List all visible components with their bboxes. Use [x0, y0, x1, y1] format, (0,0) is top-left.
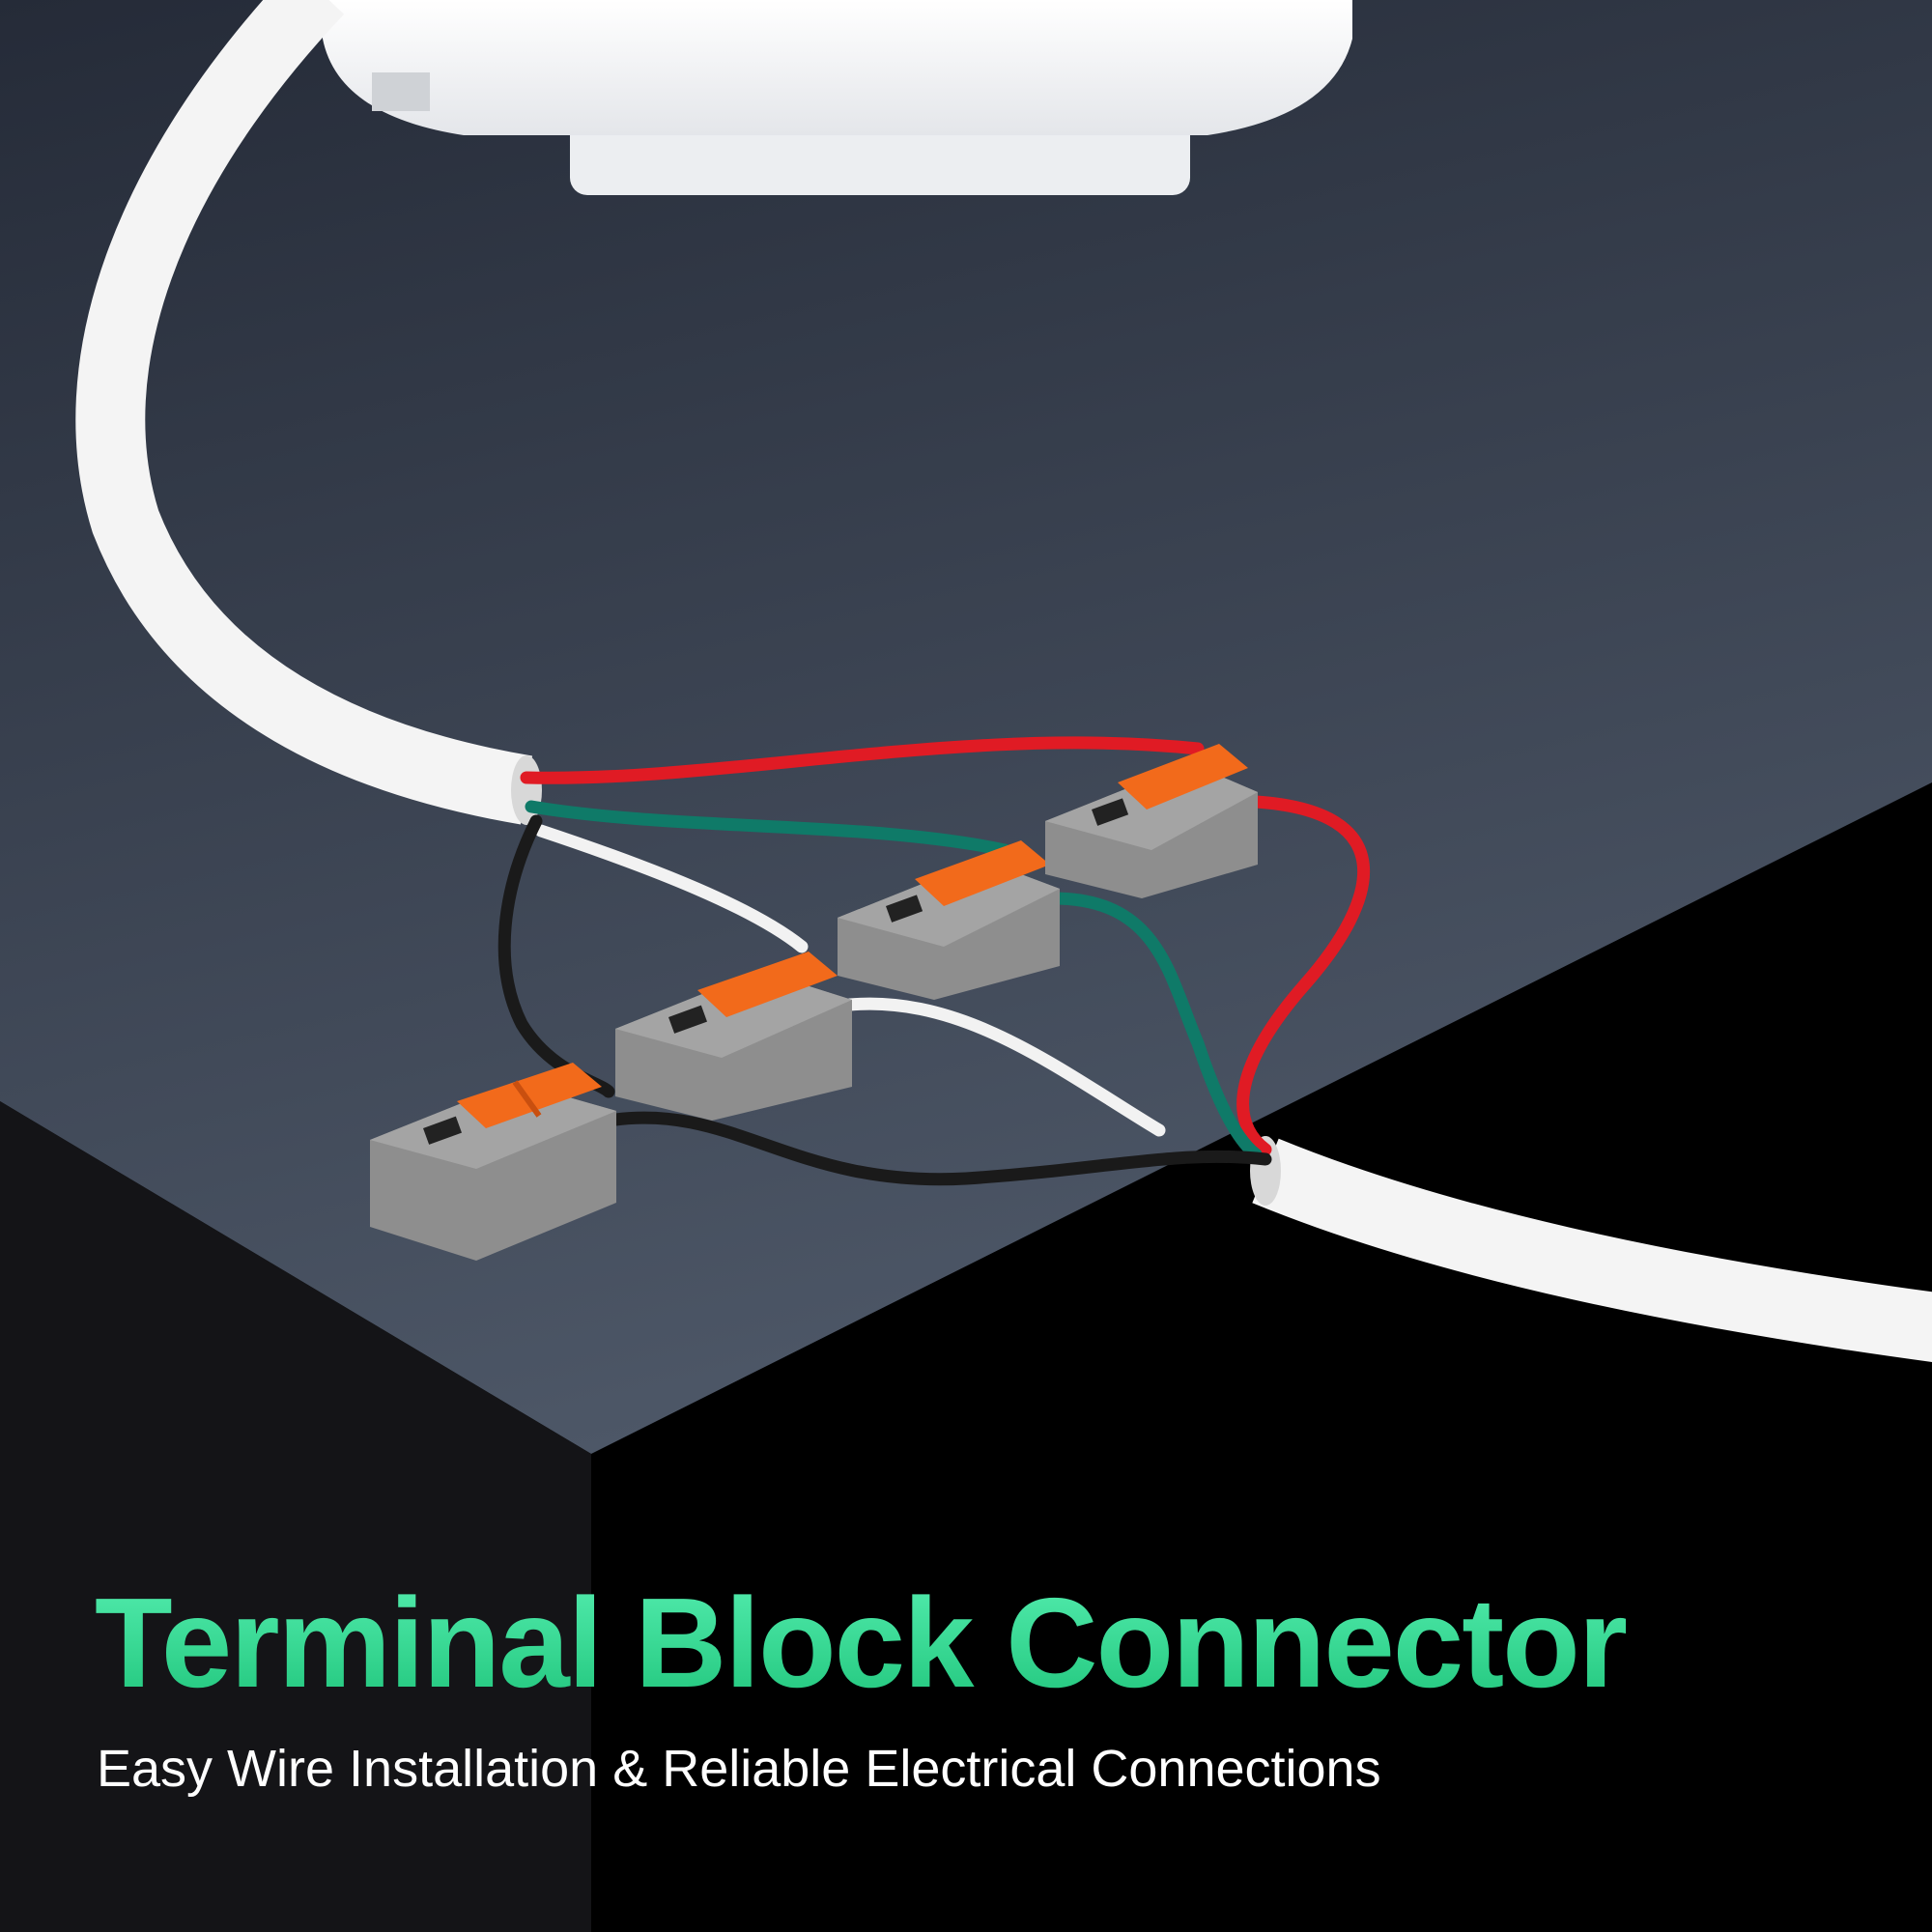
ceiling-lamp: [323, 0, 1352, 195]
headline-subtitle: Easy Wire Installation & Reliable Electr…: [97, 1740, 1381, 1798]
cable-end-left: [511, 755, 542, 825]
green-wire-out: [1046, 892, 1263, 1161]
connector-2: [615, 952, 852, 1121]
red-wire-out: [1236, 795, 1371, 1156]
green-wire: [525, 800, 1011, 857]
connector-3: [838, 840, 1060, 1000]
white-cable-left: [75, 0, 533, 825]
white-wire-out: [843, 997, 1166, 1137]
red-wire: [520, 736, 1205, 784]
connector-1: [370, 1063, 616, 1261]
white-wire: [534, 824, 809, 953]
connector-4: [1045, 744, 1258, 898]
headline-title: Terminal Block Connector: [95, 1572, 1628, 1714]
terminal-connectors: [370, 744, 1258, 1261]
white-cable-right: [1252, 1138, 1932, 1362]
black-wire-out: [602, 1111, 1272, 1186]
table-left-side: [0, 1101, 591, 1932]
wires: [497, 736, 1371, 1186]
table-surface: [0, 0, 1932, 1454]
